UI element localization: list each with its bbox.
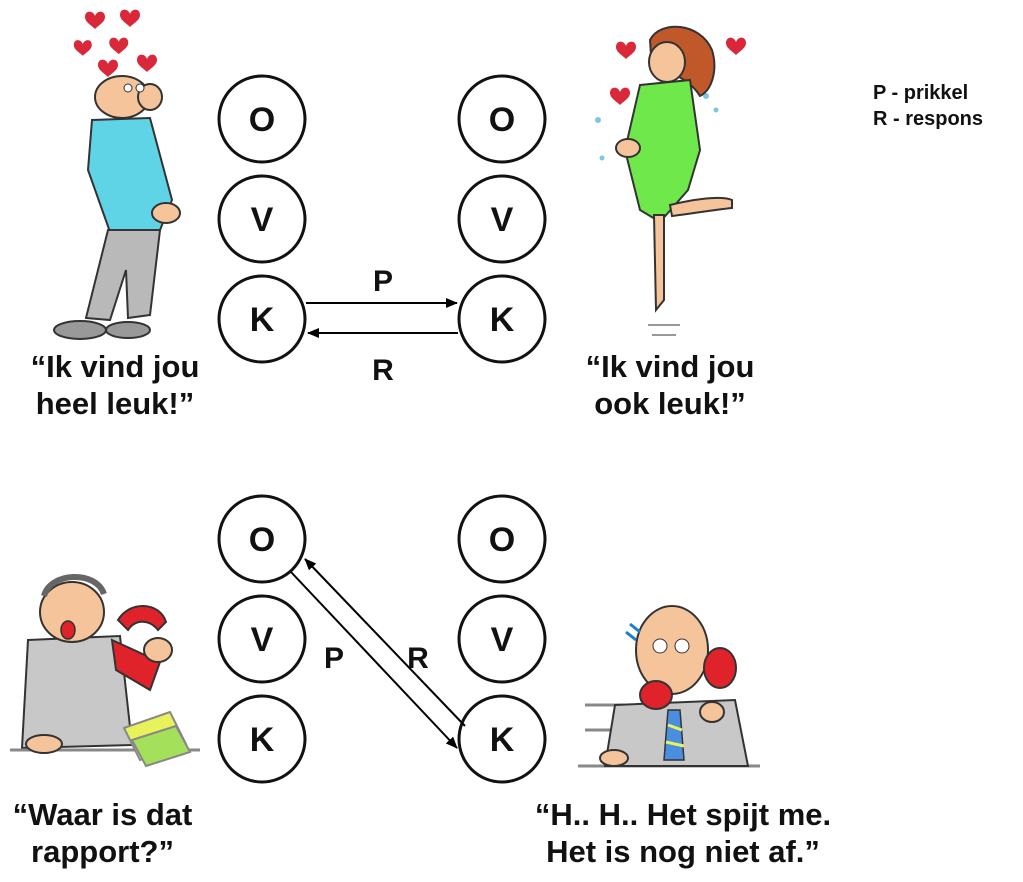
response-arrow: [304, 558, 466, 727]
response-label: R: [407, 642, 429, 675]
k-label: K: [490, 301, 515, 339]
caption-line: “H.. H.. Het spijt me.: [534, 797, 832, 832]
o-circle: [457, 74, 547, 164]
k-label: K: [490, 721, 515, 759]
legend-stimulus: P - prikkel: [873, 82, 969, 104]
o-label: O: [489, 101, 515, 139]
hearts-icon: [73, 9, 157, 77]
v-label: V: [251, 621, 274, 659]
response-label: R: [372, 354, 394, 387]
o-circle: [217, 494, 307, 584]
k-label: K: [250, 301, 275, 339]
k-circle: [457, 694, 547, 784]
caption-line: ook leuk!”: [594, 386, 746, 422]
bottom-right-ovk-column: O V K: [457, 494, 547, 784]
caption-line: “Ik vind jou: [30, 349, 200, 384]
caption-caller: “Waar is dat rapport?”: [0, 796, 205, 870]
o-circle: [217, 74, 307, 164]
v-circle: [457, 174, 547, 264]
v-label: V: [491, 201, 514, 239]
k-circle: [217, 694, 307, 784]
woman-in-love-illustration: [595, 25, 746, 336]
k-circle: [217, 274, 307, 364]
caption-employee: “H.. H.. Het spijt me. Het is nog niet a…: [508, 796, 858, 870]
angry-caller-illustration: [10, 574, 200, 768]
caption-line: rapport?”: [31, 834, 174, 870]
top-right-ovk-column: O V K: [457, 74, 547, 364]
man-in-love-illustration: [53, 9, 181, 340]
stimulus-arrow: [290, 571, 458, 749]
stimulus-label: P: [324, 642, 344, 675]
v-label: V: [491, 621, 514, 659]
caption-man: “Ik vind jou heel leuk!”: [10, 348, 220, 422]
bottom-left-ovk-column: O V K: [217, 494, 307, 784]
v-label: V: [251, 201, 274, 239]
k-circle: [457, 274, 547, 364]
o-label: O: [489, 521, 515, 559]
stimulus-label: P: [373, 265, 393, 298]
caption-line: heel leuk!”: [35, 386, 195, 422]
caption-line: Het is nog niet af.”: [546, 834, 820, 870]
caption-line: “Ik vind jou: [585, 349, 755, 384]
o-circle: [457, 494, 547, 584]
v-circle: [217, 174, 307, 264]
caption-woman: “Ik vind jou ook leuk!”: [565, 348, 775, 422]
nervous-employee-illustration: [578, 605, 760, 768]
legend-response: R - respons: [873, 108, 984, 130]
caption-line: “Waar is dat: [12, 797, 193, 832]
v-circle: [217, 594, 307, 684]
k-label: K: [250, 721, 275, 759]
o-label: O: [249, 521, 275, 559]
legend: P - prikkel R - respons: [873, 80, 983, 132]
top-left-ovk-column: O V K: [217, 74, 307, 364]
v-circle: [457, 594, 547, 684]
o-label: O: [249, 101, 275, 139]
